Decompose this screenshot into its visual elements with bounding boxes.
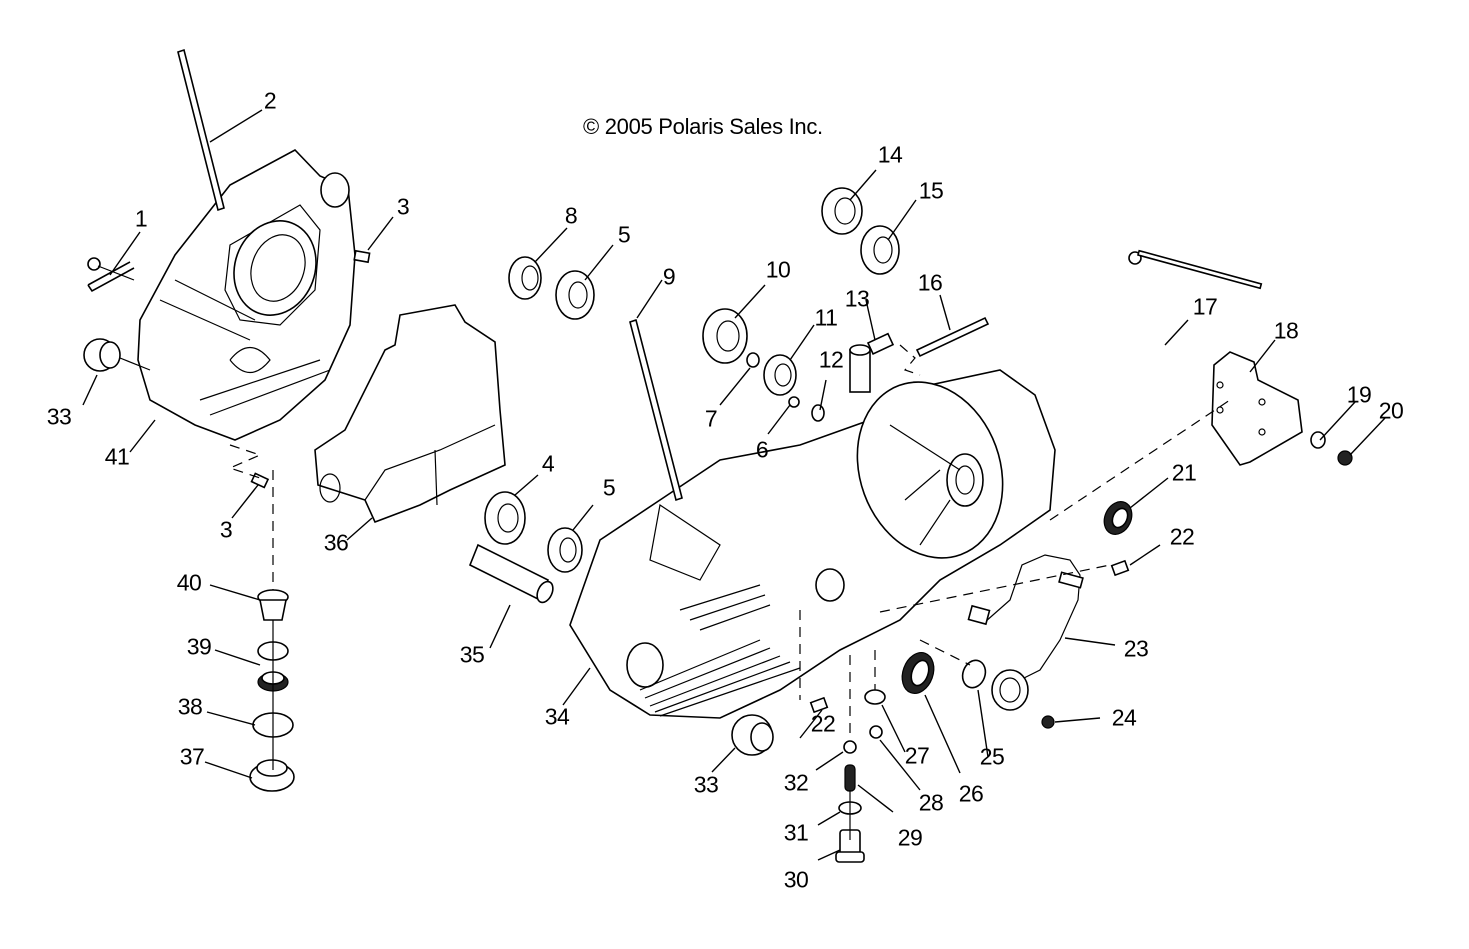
callout-31[interactable]: 31 — [783, 819, 809, 846]
callout-19[interactable]: 19 — [1346, 381, 1372, 408]
washer-12-part[interactable] — [811, 404, 825, 422]
callout-6[interactable]: 6 — [755, 436, 769, 463]
bolt-17-part[interactable] — [1128, 208, 1263, 330]
nut-20-part[interactable] — [1337, 450, 1353, 466]
callout-41[interactable]: 41 — [104, 443, 130, 470]
callout-38[interactable]: 38 — [177, 693, 203, 720]
bushing-33-left-part[interactable] — [83, 338, 121, 372]
bearing-8-part[interactable] — [508, 256, 542, 300]
callout-36[interactable]: 36 — [323, 529, 349, 556]
callout-26[interactable]: 26 — [958, 780, 984, 807]
fitting-13-part[interactable] — [849, 332, 895, 393]
callout-39[interactable]: 39 — [186, 633, 212, 660]
dowel-22-lower-part[interactable] — [809, 696, 829, 714]
callout-5-top[interactable]: 5 — [617, 221, 631, 248]
callout-22-lower[interactable]: 22 — [810, 710, 836, 737]
callout-13[interactable]: 13 — [844, 285, 870, 312]
stud-2-part[interactable] — [177, 48, 225, 212]
callout-35[interactable]: 35 — [459, 641, 485, 668]
gasket-part[interactable] — [314, 304, 506, 524]
callout-15[interactable]: 15 — [918, 177, 944, 204]
right-crankcase-part[interactable] — [569, 361, 1056, 719]
callout-34[interactable]: 34 — [544, 703, 570, 730]
callout-28[interactable]: 28 — [918, 789, 944, 816]
callout-2[interactable]: 2 — [263, 87, 277, 114]
bearing-11-part[interactable] — [763, 354, 797, 396]
callout-5-lower[interactable]: 5 — [602, 474, 616, 501]
callout-3-lower[interactable]: 3 — [219, 516, 233, 543]
callout-30[interactable]: 30 — [783, 866, 809, 893]
seal-21-bore — [1111, 507, 1129, 529]
callout-3-top[interactable]: 3 — [396, 193, 410, 220]
callout-40[interactable]: 40 — [176, 569, 202, 596]
tube-35-part[interactable] — [468, 543, 556, 605]
bearing-14-part[interactable] — [821, 187, 863, 235]
bearing-4-part[interactable] — [484, 491, 526, 545]
callout-24[interactable]: 24 — [1111, 704, 1137, 731]
stud-9-part[interactable] — [629, 318, 683, 502]
drain-plug-37-part[interactable] — [249, 759, 295, 792]
dowel-3-top-part[interactable] — [353, 249, 371, 264]
bearing-5-lower-part[interactable] — [547, 527, 583, 573]
leader-lines — [82, 109, 1386, 861]
callout-14[interactable]: 14 — [877, 141, 903, 168]
bearing-5-top-part[interactable] — [555, 270, 595, 320]
callout-10[interactable]: 10 — [765, 256, 791, 283]
callout-8[interactable]: 8 — [564, 202, 578, 229]
callout-20[interactable]: 20 — [1378, 397, 1404, 424]
pin-16-part[interactable] — [915, 316, 990, 358]
callout-12[interactable]: 12 — [818, 346, 844, 373]
left-crankcase-part[interactable] — [137, 149, 356, 441]
spring-29-part[interactable] — [844, 764, 856, 792]
callout-32[interactable]: 32 — [783, 769, 809, 796]
assembly-lines — [119, 344, 1231, 840]
washer-19-part[interactable] — [1310, 431, 1326, 449]
callout-22-right[interactable]: 22 — [1169, 523, 1195, 550]
callout-7[interactable]: 7 — [704, 405, 718, 432]
callout-29[interactable]: 29 — [897, 824, 923, 851]
seal-26-part[interactable] — [897, 648, 940, 698]
screw-24-part[interactable] — [1041, 715, 1055, 729]
screw-28-part[interactable] — [869, 725, 883, 739]
ball-32-part[interactable] — [843, 740, 857, 754]
washer-7-part[interactable] — [746, 352, 760, 368]
o-ring-27-part[interactable] — [864, 689, 886, 705]
callout-11[interactable]: 11 — [814, 304, 838, 331]
plug-30-part[interactable] — [835, 829, 865, 863]
bolt-1-part[interactable] — [87, 257, 135, 293]
copyright-notice: © 2005 Polaris Sales Inc. — [583, 114, 823, 139]
callout-18[interactable]: 18 — [1273, 317, 1299, 344]
screen-40-part[interactable] — [257, 589, 289, 621]
callout-21[interactable]: 21 — [1171, 459, 1197, 486]
bearing-10-part[interactable] — [702, 308, 748, 364]
o-ring-25-part[interactable] — [959, 657, 989, 691]
sensor-harness-23-part[interactable] — [967, 554, 1084, 711]
bushing-33-right-part[interactable] — [731, 714, 774, 756]
callout-17[interactable]: 17 — [1192, 293, 1218, 320]
dowel-22-right-part[interactable] — [1110, 559, 1130, 577]
callout-16[interactable]: 16 — [917, 269, 943, 296]
callout-33-left[interactable]: 33 — [46, 403, 72, 430]
callout-9[interactable]: 9 — [662, 263, 676, 290]
callout-23[interactable]: 23 — [1123, 635, 1149, 662]
bracket-18-part[interactable] — [1211, 351, 1303, 466]
callout-4[interactable]: 4 — [541, 450, 555, 477]
callout-25[interactable]: 25 — [979, 743, 1005, 770]
callout-33-right[interactable]: 33 — [693, 771, 719, 798]
callout-1[interactable]: 1 — [134, 205, 148, 232]
callout-27[interactable]: 27 — [904, 742, 930, 769]
screw-6-part[interactable] — [788, 396, 800, 408]
callout-37[interactable]: 37 — [179, 743, 205, 770]
